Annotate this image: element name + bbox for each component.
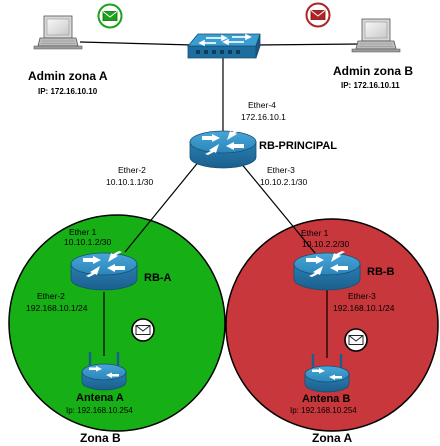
rb-a-router-icon[interactable] [70,250,138,291]
antena-a-name: Antena A [76,392,124,404]
admin-a-ip: IP: 172.16.10.10 [38,87,98,96]
zona-b-area [8,214,226,432]
principal-ether2-ip: 10.10.1.1/30 [106,177,154,187]
admin-a-laptop-icon[interactable] [33,15,83,50]
rba-ether2-name: Ether-2 [37,291,65,301]
principal-ether2-name: Ether-2 [118,165,146,175]
zone-a-mail-badge [344,328,368,352]
network-links [79,41,361,358]
rba-ether1-ip: 10.10.1.2/30 [64,237,112,247]
zona-a-area [225,218,439,432]
rb-a-label: RB-A [144,272,172,284]
link-principal-rba [124,159,201,253]
rbb-ether1-name: Ether 1 [301,228,329,238]
rba-ether2-ip: 192.168.10.1/24 [26,303,88,313]
principal-ether4-ip: 172.16.10.1 [241,112,286,122]
link-principal-rbb [239,161,316,254]
red-mail-badge [305,2,331,28]
rb-principal-label: RB-PRINCIPAL [259,140,337,152]
antena-b-ip: Ip: 192.168.10.254 [290,406,357,415]
link-switch-admin-b [254,43,361,46]
admin-b-ip: IP: 172.16.10.11 [341,81,400,90]
admin-a-name: Admin zona A [28,69,108,83]
principal-ether3-ip: 10.10.2.1/30 [260,177,308,187]
switch-icon[interactable] [187,33,261,59]
antena-b-name: Antena B [302,393,350,405]
zone-b-mail-badge [131,318,155,342]
rbb-ether3-name: Ether-3 [348,291,376,301]
antena-a-ip: Ip: 192.168.10.254 [66,406,133,415]
principal-ether3-name: Ether-3 [267,165,295,175]
principal-ether4-name: Ether-4 [248,100,276,110]
rbb-ether3-ip: 192.168.10.1/24 [333,303,395,313]
rba-ether1-name: Ether 1 [69,227,97,237]
rb-b-router-icon[interactable] [293,250,361,291]
mail-icon [348,335,364,345]
zona-left-label: Zona B [80,431,121,445]
admin-b-laptop-icon[interactable] [351,18,401,53]
zona-right-label: Zona A [312,431,353,445]
rb-b-label: RB-B [367,266,395,278]
admin-b-name: Admin zona B [333,64,413,78]
link-admin-a-switch [79,41,194,46]
mail-icon [135,325,151,335]
green-mail-badge [97,3,123,29]
rb-principal-router-icon[interactable] [189,128,257,169]
rbb-ether1-ip: 10.10.2.2/30 [302,239,350,249]
